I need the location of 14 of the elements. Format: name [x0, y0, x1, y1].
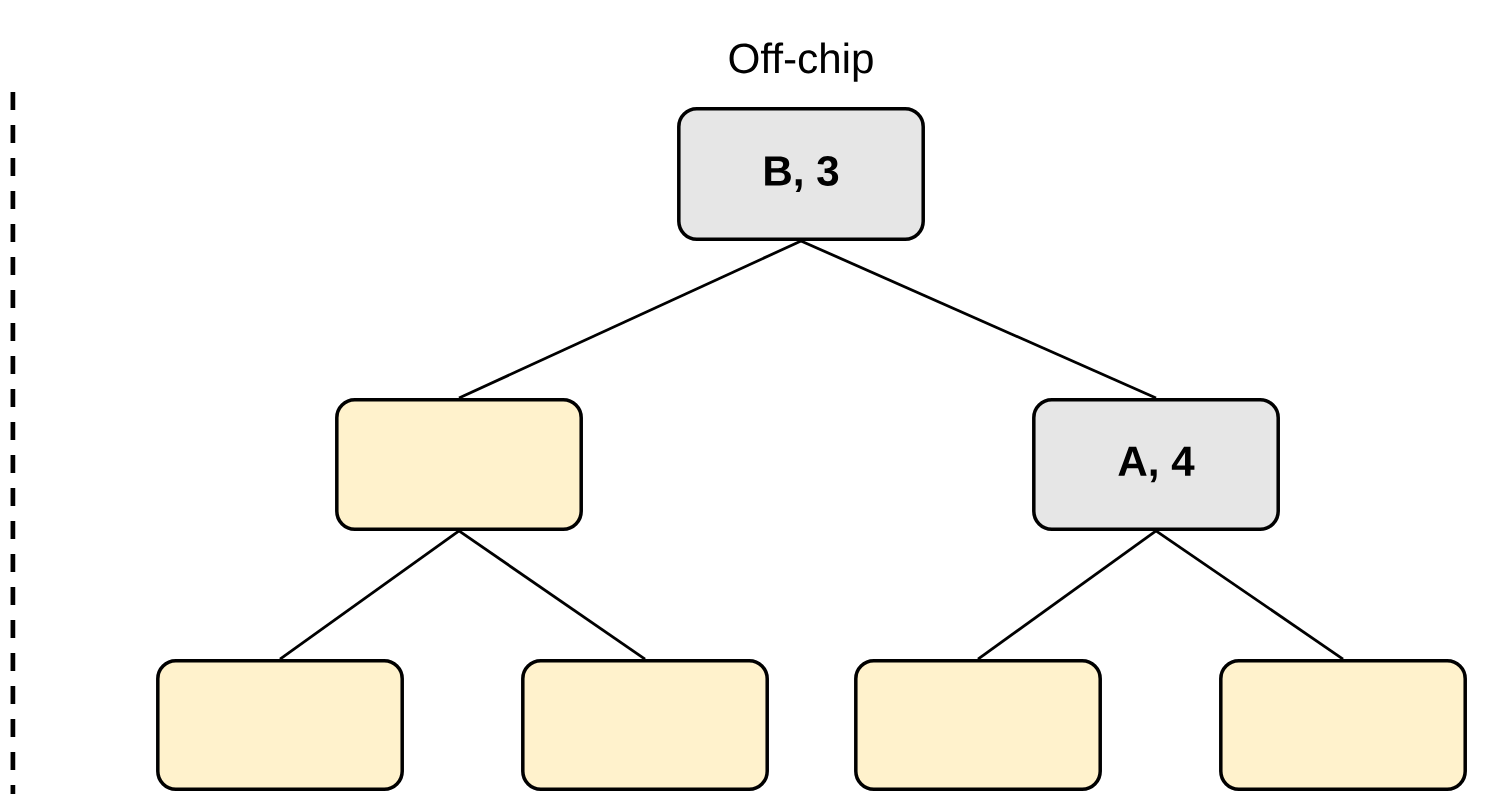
connector-line: [279, 529, 460, 661]
empty-node-box: [854, 659, 1102, 791]
connector-line: [458, 529, 646, 661]
connector-line: [458, 239, 802, 400]
connector-line: [1155, 529, 1344, 661]
connector-line: [977, 529, 1157, 661]
empty-node-box: [1219, 659, 1467, 791]
tree-node-box: B, 3: [677, 107, 925, 241]
title: Off-chip: [729, 42, 873, 82]
empty-node-box: [156, 659, 404, 791]
empty-node-box: [521, 659, 769, 791]
empty-node-box: [335, 398, 583, 531]
tree-node-box: A, 4: [1032, 398, 1280, 531]
connector-line: [800, 239, 1157, 400]
